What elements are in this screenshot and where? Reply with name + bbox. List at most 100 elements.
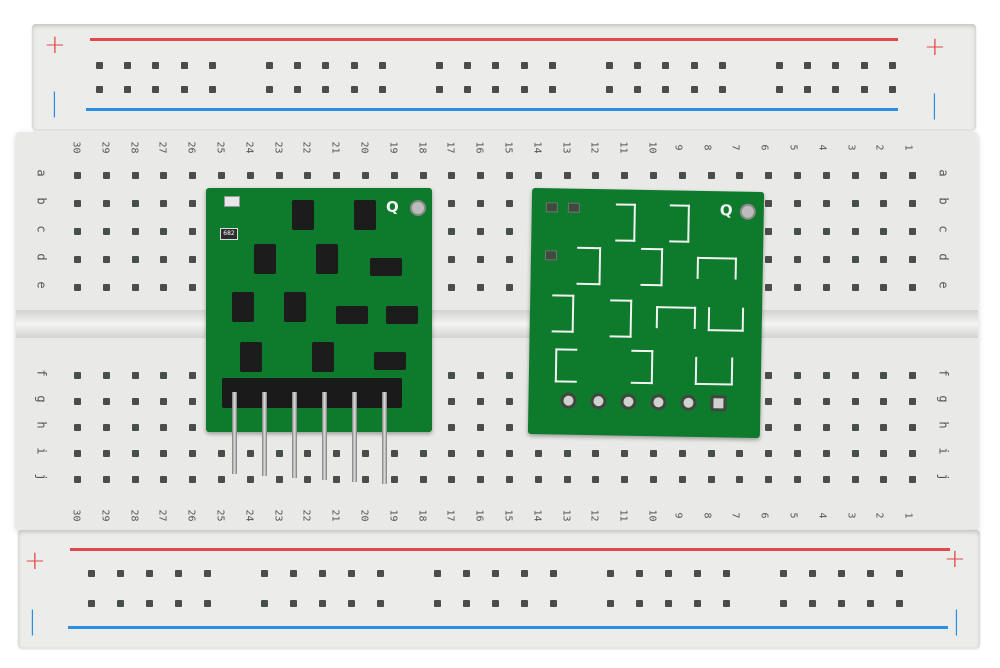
row-label: d xyxy=(34,253,49,261)
terminal-hole xyxy=(822,284,830,291)
column-number: 1 xyxy=(902,144,914,151)
terminal-hole xyxy=(621,172,629,179)
column-number: 3 xyxy=(845,512,857,519)
rail-hole xyxy=(377,600,384,607)
rail-hole xyxy=(662,86,670,93)
row-label: h xyxy=(936,421,951,429)
row-label: e xyxy=(34,281,49,289)
column-number: 22 xyxy=(300,509,312,522)
terminal-hole xyxy=(189,228,197,235)
terminal-hole xyxy=(160,284,168,291)
row-label: d xyxy=(936,253,951,261)
sot23-transistor xyxy=(336,306,368,324)
terminal-hole xyxy=(592,450,600,457)
terminal-hole xyxy=(189,284,197,291)
column-number: 29 xyxy=(99,141,111,154)
terminal-hole xyxy=(880,284,888,291)
terminal-hole xyxy=(131,228,139,235)
terminal-hole xyxy=(909,476,917,483)
terminal-hole xyxy=(909,372,917,379)
column-number: 9 xyxy=(672,144,684,151)
rail-hole xyxy=(809,600,816,607)
terminal-hole xyxy=(736,476,744,483)
column-number: 7 xyxy=(729,144,741,151)
column-number: 28 xyxy=(128,509,140,522)
terminal-hole xyxy=(131,450,139,457)
terminal-hole xyxy=(131,424,139,431)
terminal-hole xyxy=(880,398,888,405)
rail-hole xyxy=(204,570,211,577)
terminal-hole xyxy=(74,398,81,405)
column-number: 30 xyxy=(70,509,82,522)
rail-hole xyxy=(208,62,216,69)
terminal-hole xyxy=(419,476,427,483)
terminal-hole xyxy=(506,372,513,379)
rail-hole xyxy=(804,62,812,69)
terminal-hole xyxy=(707,172,715,179)
column-number: 21 xyxy=(329,509,341,522)
rail-hole xyxy=(634,62,642,69)
column-number: 11 xyxy=(617,141,629,154)
terminal-hole xyxy=(794,200,801,207)
terminal-hole xyxy=(909,450,917,457)
row-label: i xyxy=(936,447,951,455)
rail-hole xyxy=(520,86,528,93)
rail-hole xyxy=(896,570,903,577)
rail-hole xyxy=(124,62,132,69)
terminal-hole xyxy=(102,172,110,179)
rail-hole xyxy=(261,570,268,577)
terminal-hole xyxy=(880,228,888,235)
column-number: 16 xyxy=(473,141,485,154)
rail-hole xyxy=(350,62,358,69)
terminal-hole xyxy=(362,476,369,483)
sot23-transistor xyxy=(316,244,338,274)
terminal-hole xyxy=(131,284,139,291)
through-hole-pad xyxy=(650,394,667,411)
sot23-transistor xyxy=(284,292,306,322)
column-number: 14 xyxy=(531,141,543,154)
row-label: j xyxy=(34,473,49,481)
terminal-hole xyxy=(160,450,168,457)
column-number: 13 xyxy=(560,509,572,522)
pcb-module-solder-side: Q xyxy=(527,187,765,439)
terminal-hole xyxy=(131,476,139,483)
terminal-hole xyxy=(851,372,859,379)
terminal-hole xyxy=(448,172,456,179)
minus-sign-left: | xyxy=(50,88,59,118)
row-label: e xyxy=(936,281,951,289)
rail-hole xyxy=(436,62,443,69)
column-number: 11 xyxy=(617,509,629,522)
column-number: 28 xyxy=(128,141,140,154)
column-number: 10 xyxy=(646,141,658,154)
terminal-hole xyxy=(477,200,485,207)
rail-hole xyxy=(665,570,672,577)
terminal-hole xyxy=(765,228,773,235)
terminal-hole xyxy=(880,476,888,483)
row-label: c xyxy=(936,225,951,233)
terminal-hole xyxy=(822,172,830,179)
column-number: 17 xyxy=(444,509,456,522)
rail-hole xyxy=(180,62,188,69)
terminal-hole xyxy=(74,450,81,457)
terminal-hole xyxy=(448,450,456,457)
column-number: 18 xyxy=(416,509,428,522)
terminal-hole xyxy=(822,398,830,405)
pcb-label: Q xyxy=(386,198,399,216)
terminal-hole xyxy=(880,172,888,179)
rail-hole xyxy=(294,62,302,69)
rail-hole xyxy=(434,570,441,577)
minus-sign-right: | xyxy=(952,606,961,636)
terminal-hole xyxy=(477,256,485,263)
header-pin xyxy=(262,392,267,476)
terminal-hole xyxy=(650,450,657,457)
terminal-hole xyxy=(794,398,801,405)
terminal-hole xyxy=(909,256,917,263)
rail-hole xyxy=(548,62,556,69)
silkscreen-outline xyxy=(630,349,654,385)
through-hole-pad xyxy=(620,393,637,410)
terminal-hole xyxy=(794,450,801,457)
terminal-hole xyxy=(160,476,168,483)
terminal-hole xyxy=(477,228,485,235)
top-rail-red-line xyxy=(90,38,898,41)
rail-hole xyxy=(723,570,730,577)
